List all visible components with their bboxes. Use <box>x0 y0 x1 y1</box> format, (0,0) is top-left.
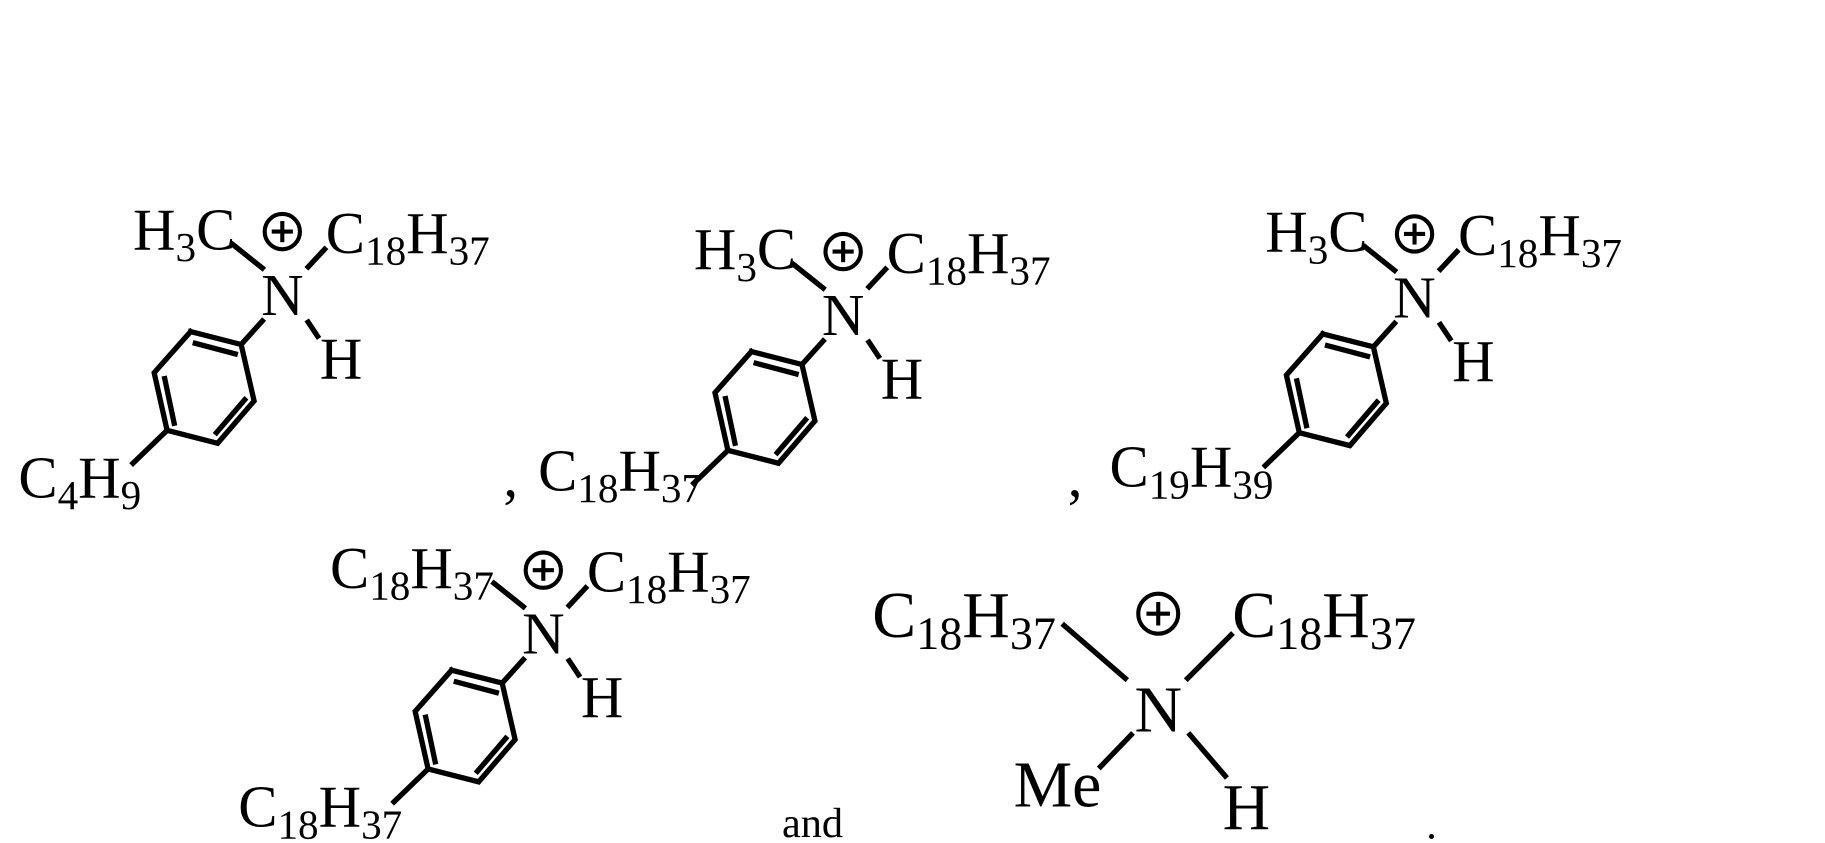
plus-charge-icon <box>1397 216 1432 251</box>
element-symbol: C <box>1458 203 1497 268</box>
subscript: 18 <box>277 801 318 843</box>
element-symbol: H <box>618 438 660 503</box>
nitrogen-atom: N <box>522 602 564 667</box>
hydrogen-atom: H <box>320 327 362 392</box>
right-group: C18H37 <box>887 221 1051 294</box>
para-substituent: C4H9 <box>18 445 141 518</box>
element-symbol: H <box>967 221 1009 286</box>
element-symbol: H <box>133 197 175 262</box>
para-bond <box>394 769 428 802</box>
subscript: 3 <box>1308 226 1329 272</box>
plus-charge-icon <box>1138 594 1178 634</box>
element-symbol: C <box>1328 200 1367 265</box>
element-symbol: H <box>406 201 448 266</box>
left-group: H3C <box>1265 200 1367 273</box>
methyl-group: Me <box>1014 749 1102 822</box>
subscript: 18 <box>1276 608 1322 659</box>
element-symbol: C <box>1232 579 1276 652</box>
subscript: 37 <box>449 228 490 274</box>
element-symbol: H <box>667 539 709 604</box>
subscript: 37 <box>710 566 751 612</box>
element-symbol: C <box>196 197 235 262</box>
element-symbol: H <box>78 445 120 510</box>
compound-4: C18H37 C18H37 N H C18H37 <box>238 536 750 843</box>
subscript: 37 <box>1009 248 1050 294</box>
bond-hydrogen <box>1190 735 1225 776</box>
comma-2: , <box>1068 444 1083 509</box>
element-symbol: H <box>694 217 736 282</box>
period: . <box>1426 801 1437 843</box>
comma-1: , <box>503 444 518 509</box>
left-group: H3C <box>133 197 235 270</box>
compound-1: H3C C18H37 N H C4H9 <box>18 197 489 518</box>
element-symbol: H <box>1538 203 1580 268</box>
element-symbol: C <box>757 217 796 282</box>
para-substituent: C19H39 <box>1110 435 1274 508</box>
right-group: C18H37 <box>587 539 751 612</box>
bond-methyl <box>1101 735 1132 767</box>
subscript: 39 <box>1232 462 1273 508</box>
para-substituent: C18H37 <box>538 438 702 511</box>
hydrogen-atom: H <box>881 347 923 412</box>
left-group: H3C <box>694 217 796 290</box>
right-group: C18H37 <box>1458 203 1622 276</box>
hydrogen-atom: H <box>581 665 623 730</box>
compound-2: H3C C18H37 N H C18H37 <box>538 217 1050 511</box>
plus-charge-icon <box>265 214 300 249</box>
subscript: 3 <box>175 224 196 270</box>
element-symbol: C <box>587 539 626 604</box>
element-symbol: C <box>326 201 365 266</box>
subscript: 18 <box>1497 230 1538 276</box>
compound-3: H3C C18H37 N H C19H39 <box>1110 200 1622 508</box>
element-symbol: C <box>538 438 577 503</box>
element-symbol: H <box>1190 435 1232 500</box>
element-symbol: H <box>410 536 452 601</box>
hydrogen-atom: H <box>1452 329 1494 394</box>
hydrogen-atom: H <box>1223 771 1271 843</box>
left-group: C18H37 <box>330 536 494 609</box>
nitrogen-atom: N <box>1393 265 1435 330</box>
subscript: 18 <box>365 228 406 274</box>
nitrogen-atom: N <box>1134 673 1182 746</box>
subscript: 3 <box>736 244 757 290</box>
element-symbol: H <box>319 775 361 840</box>
element-symbol: C <box>238 775 277 840</box>
element-symbol: C <box>18 445 57 510</box>
bond-left <box>1064 625 1125 678</box>
bond-right <box>1188 635 1232 679</box>
element-symbol: C <box>887 221 926 286</box>
element-symbol: H <box>1265 200 1307 265</box>
subscript: 18 <box>926 248 967 294</box>
para-substituent: C18H37 <box>238 775 402 843</box>
nitrogen-atom: N <box>822 283 864 348</box>
para-bond <box>133 430 167 463</box>
element-symbol: C <box>872 579 916 652</box>
subscript: 37 <box>1581 230 1622 276</box>
nitrogen-atom: N <box>261 263 303 328</box>
element-symbol: C <box>330 536 369 601</box>
subscript: 9 <box>121 472 142 518</box>
element-symbol: C <box>1110 435 1149 500</box>
plus-charge-icon <box>526 553 561 588</box>
subscript: 18 <box>369 563 410 609</box>
subscript: 18 <box>916 608 962 659</box>
subscript: 37 <box>453 563 494 609</box>
subscript: 37 <box>1010 608 1056 659</box>
left-group: C18H37 <box>872 579 1056 659</box>
subscript: 19 <box>1149 462 1190 508</box>
compound-5: C18H37 C18H37 N Me H <box>872 579 1416 843</box>
subscript: 37 <box>1370 608 1416 659</box>
right-group: C18H37 <box>326 201 490 274</box>
subscript: 37 <box>661 465 702 511</box>
plus-charge-icon <box>825 234 860 269</box>
conjunction-and: and <box>782 800 843 843</box>
element-symbol: H <box>962 579 1010 652</box>
subscript: 18 <box>626 566 667 612</box>
element-symbol: H <box>1322 579 1370 652</box>
subscript: 37 <box>361 801 402 843</box>
subscript: 18 <box>577 465 618 511</box>
subscript: 4 <box>58 472 79 518</box>
right-group: C18H37 <box>1232 579 1416 659</box>
